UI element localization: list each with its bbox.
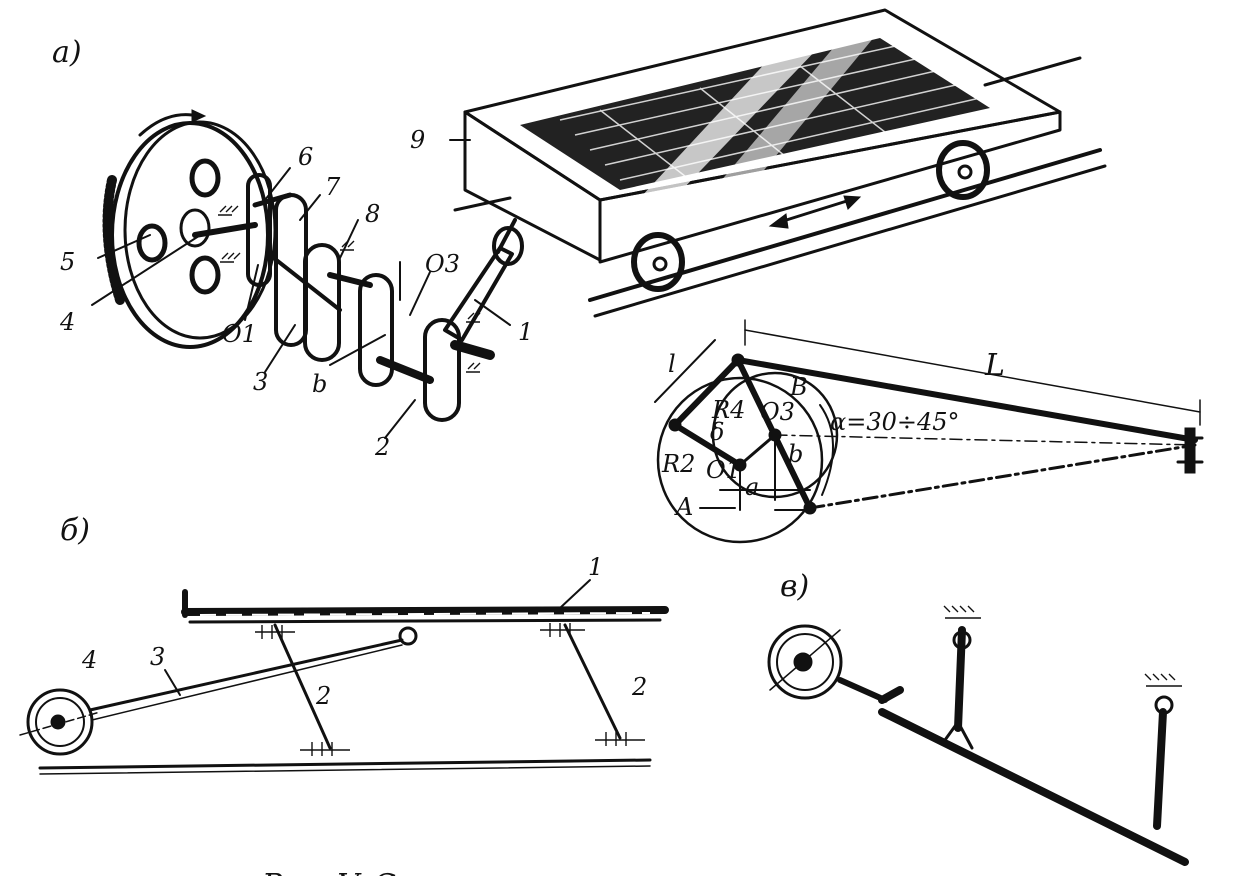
cart-wheels bbox=[631, 140, 990, 292]
label-R2: R2 bbox=[661, 450, 695, 478]
label-2: 2 bbox=[374, 433, 390, 461]
label-9: 9 bbox=[410, 126, 425, 154]
label-b-2b: 2 bbox=[631, 673, 647, 701]
rails bbox=[453, 56, 1107, 318]
leader-lines-a bbox=[91, 139, 511, 439]
figure-caption: Рис. V. С bbox=[261, 868, 396, 876]
label-b-1: 1 bbox=[588, 553, 603, 581]
panel-b-drawing bbox=[19, 589, 669, 775]
motion-arrow-icon bbox=[768, 195, 862, 229]
label-b-2a: 2 bbox=[315, 682, 331, 710]
label-a: a bbox=[745, 473, 759, 501]
rotation-arrowhead-icon bbox=[191, 109, 207, 123]
panel-label-v: в) bbox=[780, 569, 809, 604]
label-B: B bbox=[789, 373, 808, 401]
label-O3-kin: O3 bbox=[760, 398, 795, 426]
label-b-panel-a: b bbox=[312, 370, 327, 398]
label-4: 4 bbox=[59, 308, 75, 336]
panel-label-a: а) bbox=[52, 35, 82, 70]
label-L: L bbox=[984, 348, 1005, 383]
label-O1-kin: O1 bbox=[706, 456, 741, 484]
label-b-kin: b bbox=[788, 440, 803, 468]
label-8: 8 bbox=[365, 200, 380, 228]
label-5: 5 bbox=[60, 248, 75, 276]
label-7: 7 bbox=[325, 173, 341, 201]
label-O1: O1 bbox=[222, 320, 257, 348]
label-l: l bbox=[668, 350, 676, 378]
rotation-arrow-icon bbox=[138, 113, 194, 137]
label-1: 1 bbox=[518, 318, 533, 346]
label-3: 3 bbox=[253, 368, 268, 396]
label-O3: O3 bbox=[425, 250, 460, 278]
label-b-3: 3 bbox=[150, 643, 165, 671]
panel-v-drawing bbox=[767, 605, 1189, 866]
label-R4: R4 bbox=[711, 396, 745, 424]
kinematic-diagram bbox=[654, 319, 1204, 544]
sieve-box bbox=[463, 8, 1062, 264]
label-delta: δ bbox=[710, 418, 724, 446]
label-b-4: 4 bbox=[81, 646, 97, 674]
crankshaft bbox=[192, 173, 495, 422]
label-alpha: α=30÷45° bbox=[830, 408, 960, 436]
panel-label-b: б) bbox=[60, 513, 90, 548]
label-A: A bbox=[674, 493, 693, 521]
label-6: 6 bbox=[298, 143, 313, 171]
connecting-rod bbox=[443, 218, 524, 342]
